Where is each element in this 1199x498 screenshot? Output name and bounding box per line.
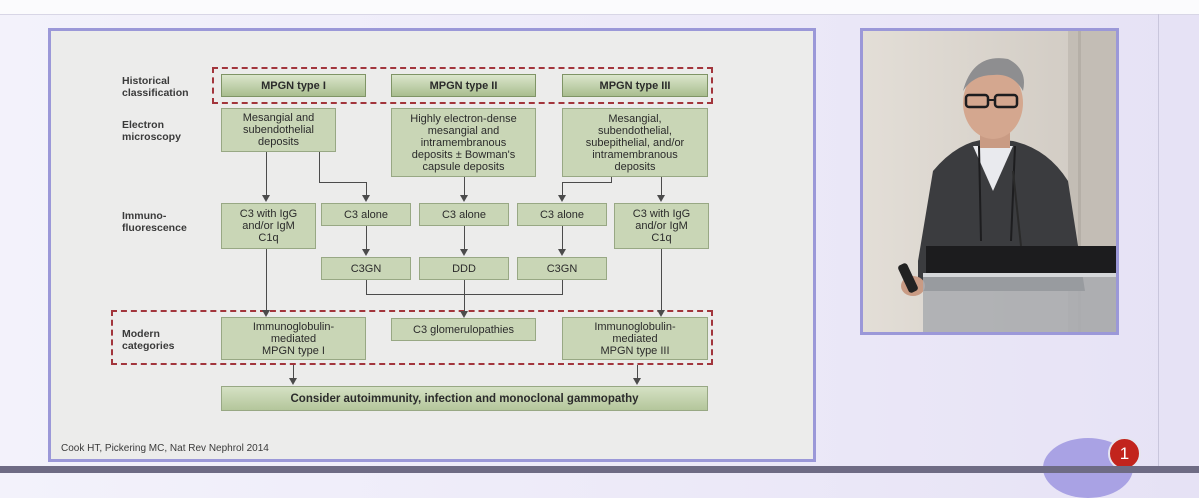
connector-c3alone2-ddd xyxy=(464,226,465,250)
connector-em3-c3alone-v1 xyxy=(611,177,612,183)
connector-em3-c3alone-h xyxy=(562,182,612,183)
connector-type3-bottom xyxy=(637,365,638,379)
connector-em1-c3alone-h xyxy=(319,182,367,183)
connector-ddd-down xyxy=(464,280,465,311)
connector-igg-left-modern xyxy=(266,249,267,311)
modern-dashed-outline xyxy=(111,310,713,365)
row-label-modern-categories: Modern categories xyxy=(122,328,175,352)
connector-igg-right-modern xyxy=(661,249,662,311)
box-mpgn-type-1: MPGN type I xyxy=(221,74,366,97)
arrow-c3-glomerulopathies xyxy=(460,311,468,318)
connector-em1-c3alone-v xyxy=(366,182,367,196)
bottom-bar xyxy=(0,466,1199,473)
box-c3gn-right: C3GN xyxy=(517,257,607,280)
box-em-type-3: Mesangial, subendothelial, subepithelial… xyxy=(562,108,708,177)
row-label-electron-microscopy: Electron microscopy xyxy=(122,119,181,143)
box-mpgn-type-2: MPGN type II xyxy=(391,74,536,97)
box-consider-autoimmunity: Consider autoimmunity, infection and mon… xyxy=(221,386,708,411)
connector-em3-igg xyxy=(661,177,662,196)
connector-em1-igg xyxy=(266,152,267,196)
row-label-historical: Historical classification xyxy=(122,75,189,99)
connector-c3gn-right-down xyxy=(562,280,563,294)
arrow-em1-igg xyxy=(262,195,270,202)
connector-subtypes-merge xyxy=(366,294,563,295)
connector-em3-c3alone-v2 xyxy=(562,182,563,196)
box-c3-glomerulopathies: C3 glomerulopathies xyxy=(391,318,536,341)
connector-em2-c3alone xyxy=(464,177,465,196)
arrow-ddd xyxy=(460,249,468,256)
box-if-igg-right: C3 with IgG and/or IgM C1q xyxy=(614,203,709,249)
box-mpgn-type-3: MPGN type III xyxy=(562,74,708,97)
connector-type1-bottom xyxy=(293,365,294,379)
arrow-c3gn-left xyxy=(362,249,370,256)
presentation-slide: Historical classification Electron micro… xyxy=(48,28,816,462)
top-bar xyxy=(0,0,1199,15)
arrow-c3alone-1 xyxy=(362,195,370,202)
connector-c3alone3-c3gn xyxy=(562,226,563,250)
box-if-igg-left: C3 with IgG and/or IgM C1q xyxy=(221,203,316,249)
speaker-video[interactable] xyxy=(860,28,1119,335)
box-ddd: DDD xyxy=(419,257,509,280)
box-ig-mediated-type-3: Immunoglobulin- mediated MPGN type III xyxy=(562,317,708,360)
box-if-c3-alone-3: C3 alone xyxy=(517,203,607,226)
arrow-ig-type-1 xyxy=(262,310,270,317)
connector-em1-c3alone xyxy=(319,152,320,182)
connector-c3gn-left-down xyxy=(366,280,367,294)
box-em-type-1: Mesangial and subendothelial deposits xyxy=(221,108,336,152)
arrow-c3alone-2 xyxy=(460,195,468,202)
connector-c3alone1-c3gn xyxy=(366,226,367,250)
arrow-ig-type-3 xyxy=(657,310,665,317)
speaker-figure xyxy=(863,31,1116,332)
arrow-bottom-right xyxy=(633,378,641,385)
box-if-c3-alone-2: C3 alone xyxy=(419,203,509,226)
arrow-em3-igg xyxy=(657,195,665,202)
historical-dashed-outline xyxy=(212,67,713,104)
arrow-c3gn-right xyxy=(558,249,566,256)
arrow-bottom-left xyxy=(289,378,297,385)
box-if-c3-alone-1: C3 alone xyxy=(321,203,411,226)
box-ig-mediated-type-1: Immunoglobulin- mediated MPGN type I xyxy=(221,317,366,360)
row-label-immunofluorescence: Immuno- fluorescence xyxy=(122,210,187,234)
citation: Cook HT, Pickering MC, Nat Rev Nephrol 2… xyxy=(61,443,269,454)
panel-divider xyxy=(1158,14,1159,473)
box-c3gn-left: C3GN xyxy=(321,257,411,280)
arrow-c3alone-3 xyxy=(558,195,566,202)
box-em-type-2: Highly electron-dense mesangial and intr… xyxy=(391,108,536,177)
